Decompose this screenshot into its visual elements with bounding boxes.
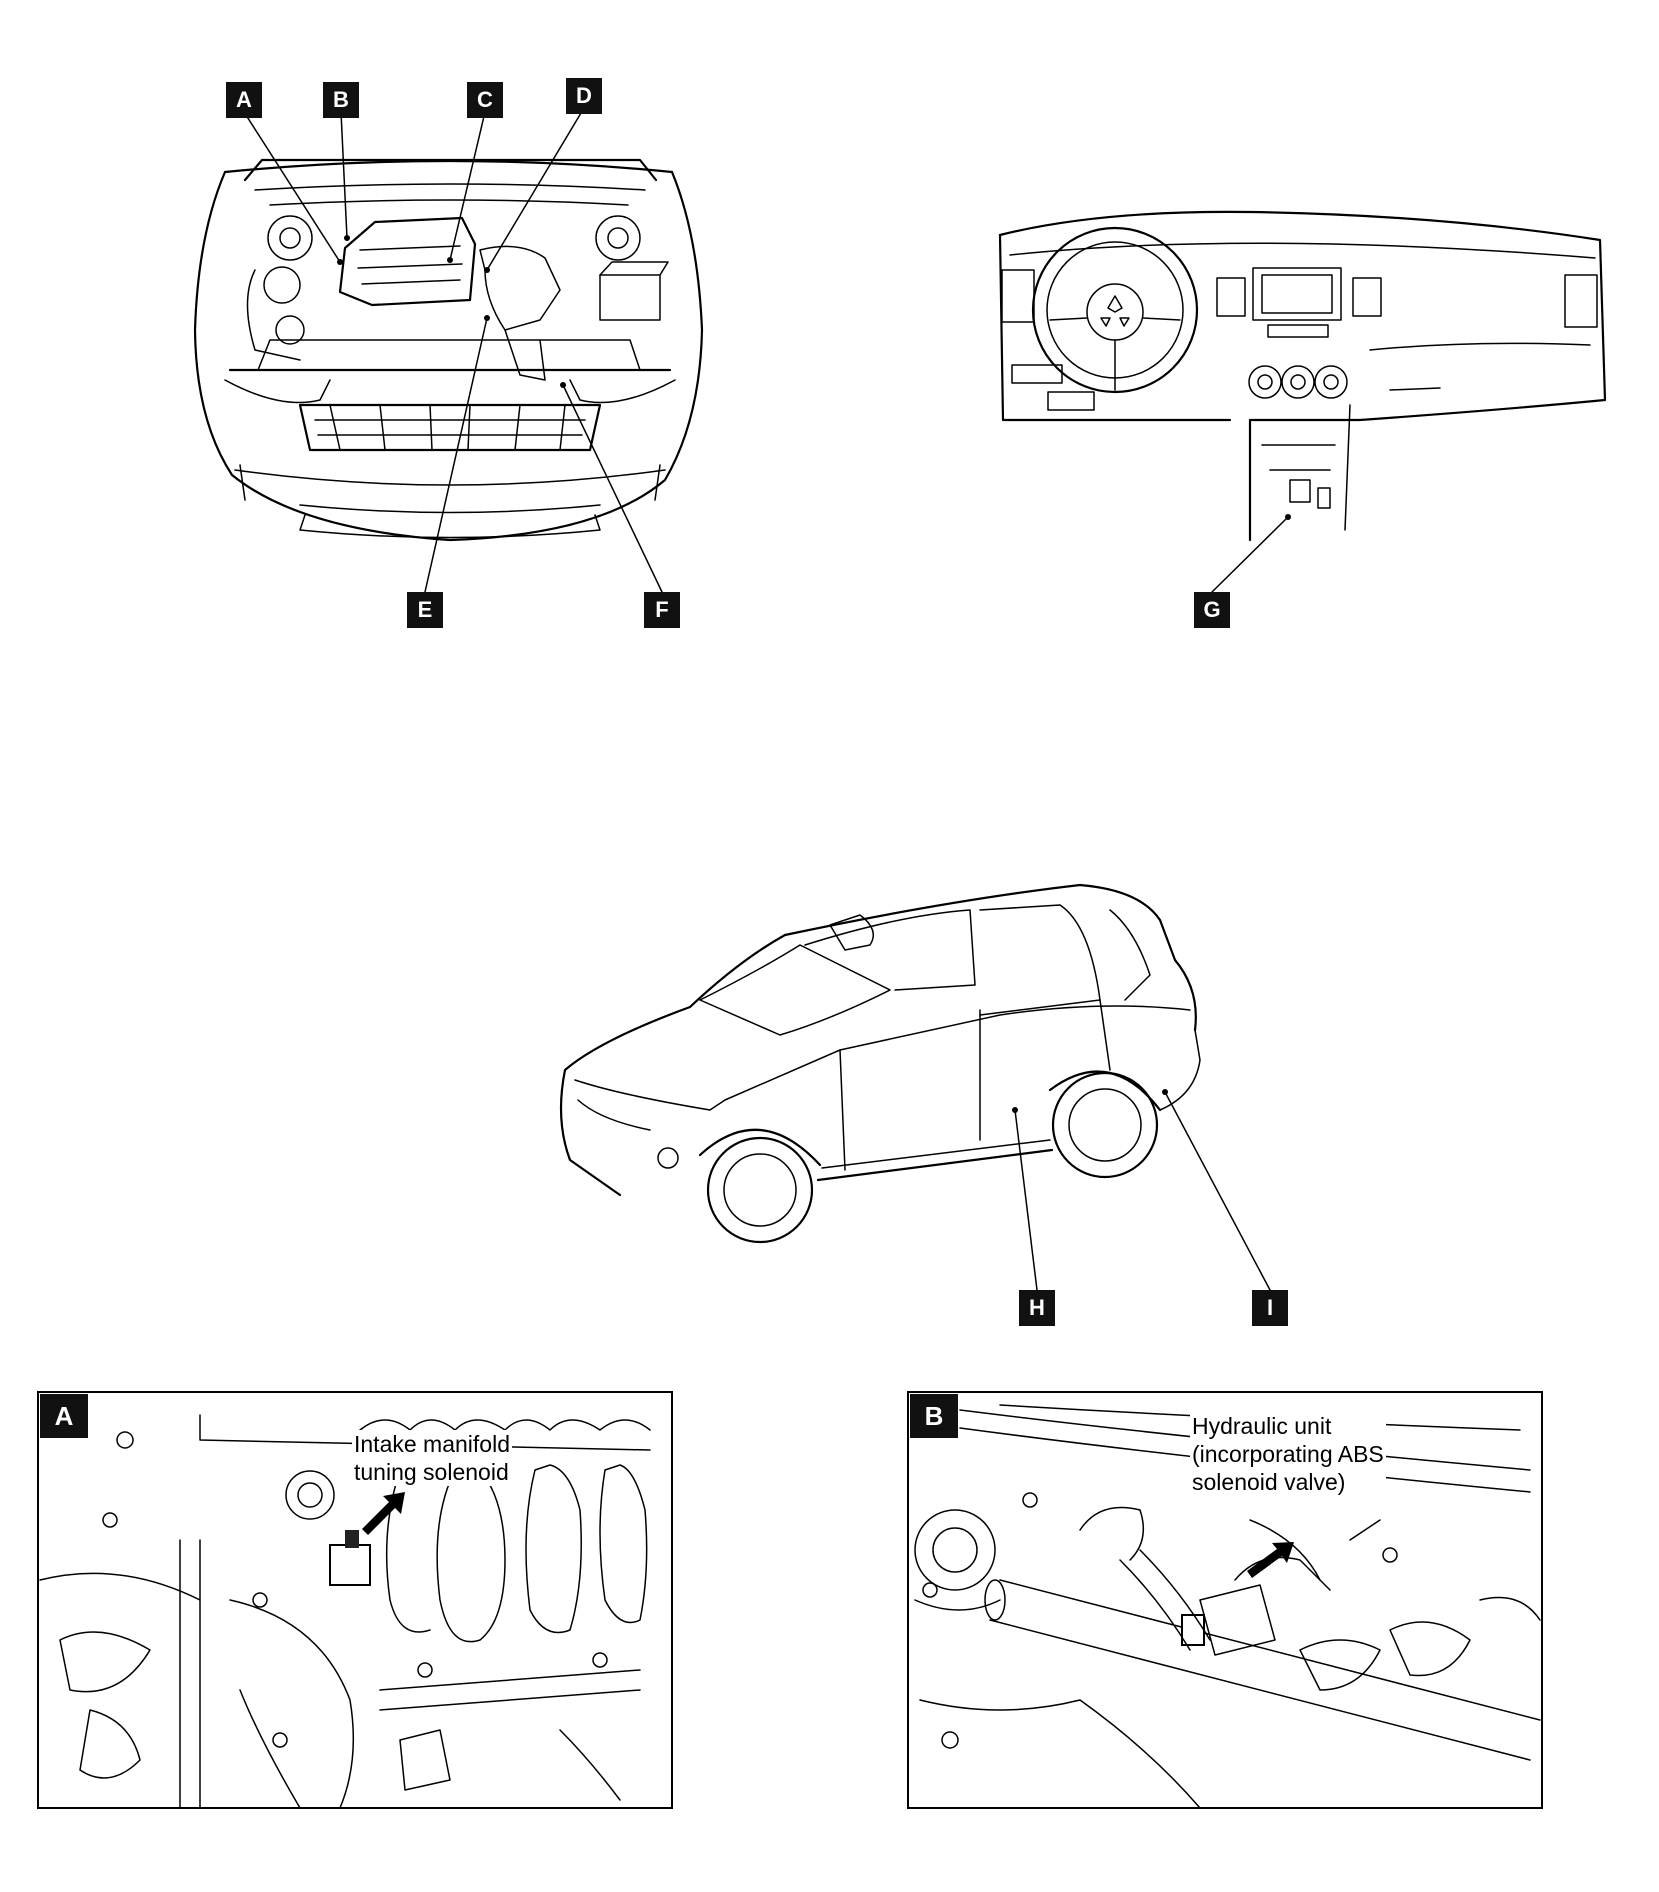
engine-callout-leaders <box>243 107 663 593</box>
callout-c: C <box>467 82 503 118</box>
detail-a-pointer-arrow <box>362 1492 405 1535</box>
callout-g: G <box>1194 592 1230 628</box>
callout-b: B <box>323 82 359 118</box>
callout-d: D <box>566 78 602 114</box>
detail-b-tag: B <box>910 1394 958 1438</box>
callout-i: I <box>1252 1290 1288 1326</box>
detail-b-caption-line2: (incorporating ABS <box>1192 1441 1384 1467</box>
callout-h: H <box>1019 1290 1055 1326</box>
engine-bay-illustration <box>193 158 704 542</box>
detail-b-caption: Hydraulic unit (incorporating ABS soleno… <box>1190 1412 1386 1496</box>
detail-a-caption: Intake manifold tuning solenoid <box>352 1430 512 1486</box>
detail-b-caption-line1: Hydraulic unit <box>1192 1413 1332 1439</box>
callout-f: F <box>644 592 680 628</box>
detail-a-caption-line1: Intake manifold <box>354 1431 510 1457</box>
vehicle-callout-leaders <box>1012 1089 1271 1291</box>
detail-a-tag: A <box>40 1394 88 1438</box>
detail-b-caption-line3: solenoid valve) <box>1192 1469 1346 1495</box>
dashboard-callout-leaders <box>1211 514 1291 593</box>
dashboard-illustration <box>998 210 1607 542</box>
detail-a-caption-line2: tuning solenoid <box>354 1459 509 1485</box>
callout-a: A <box>226 82 262 118</box>
detail-b-pointer-arrow <box>1247 1542 1294 1578</box>
detail-a-sketch <box>39 1414 651 1809</box>
vehicle-side-illustration <box>559 883 1201 1244</box>
callout-e: E <box>407 592 443 628</box>
